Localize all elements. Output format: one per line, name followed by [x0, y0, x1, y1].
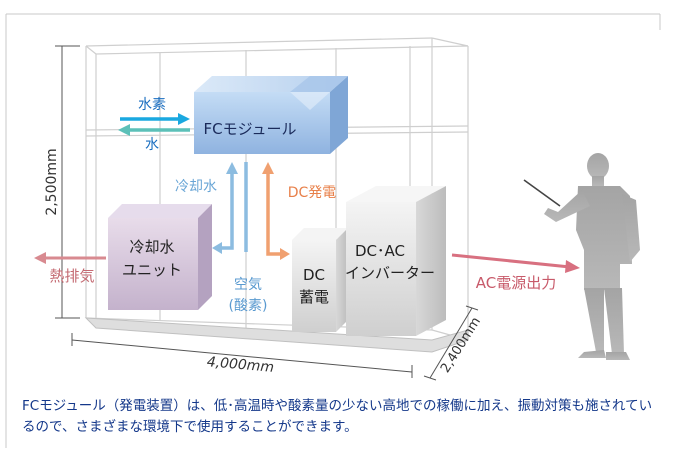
dcac-inverter-box	[346, 186, 446, 336]
dcac-inverter-label-line2: インバーター	[345, 264, 435, 282]
fc-module-label: FCモジュール	[203, 120, 296, 138]
air-oxygen-label-line1: 空気	[234, 277, 262, 293]
container-base	[84, 317, 469, 353]
dc-power-label: DC発電	[288, 185, 337, 201]
heat-exhaust-label: 熱排気	[49, 267, 94, 285]
presenter-silhouette	[523, 153, 640, 360]
page-frame	[5, 13, 661, 448]
dc-storage-box	[292, 228, 348, 332]
fc-module-box	[194, 76, 348, 154]
heat-exhaust-arrow	[34, 252, 106, 264]
cooling-water-label: 冷却水	[175, 179, 217, 195]
cooling-unit-box	[108, 204, 212, 310]
dc-power-arrowhead-right	[280, 248, 290, 260]
dimension-lines	[55, 45, 479, 381]
air-oxygen-label-line2: (酸素)	[229, 298, 268, 314]
cooling-water-arrow	[218, 162, 248, 252]
dc-storage-label-line2: 蓄電	[299, 288, 329, 306]
water-arrow	[118, 124, 190, 136]
dc-power-arrowhead-up	[262, 162, 274, 174]
caption-text: FCモジュール（発電装置）は、低･高温時や酸素量の少ない高地での稼働に加え、振動…	[22, 398, 653, 435]
ac-output-arrow	[451, 253, 580, 273]
hydrogen-arrow	[120, 113, 190, 125]
cooling-water-arrowhead-left	[212, 242, 222, 254]
water-label: 水	[145, 137, 159, 153]
hydrogen-label: 水素	[138, 97, 166, 113]
dc-storage-label-line1: DC	[303, 266, 325, 284]
width-dimension-label: 4,000mm	[206, 354, 274, 376]
cooling-water-arrowhead-up	[226, 162, 238, 174]
dcac-inverter-label-line1: DC･AC	[355, 242, 405, 260]
cooling-unit-label-line1: 冷却水	[129, 238, 174, 256]
height-dimension-label: 2,500mm	[44, 148, 60, 215]
ac-output-label: AC電源出力	[476, 274, 556, 292]
cooling-unit-label-line2: ユニット	[122, 261, 182, 279]
dc-power-arrow	[266, 172, 282, 256]
